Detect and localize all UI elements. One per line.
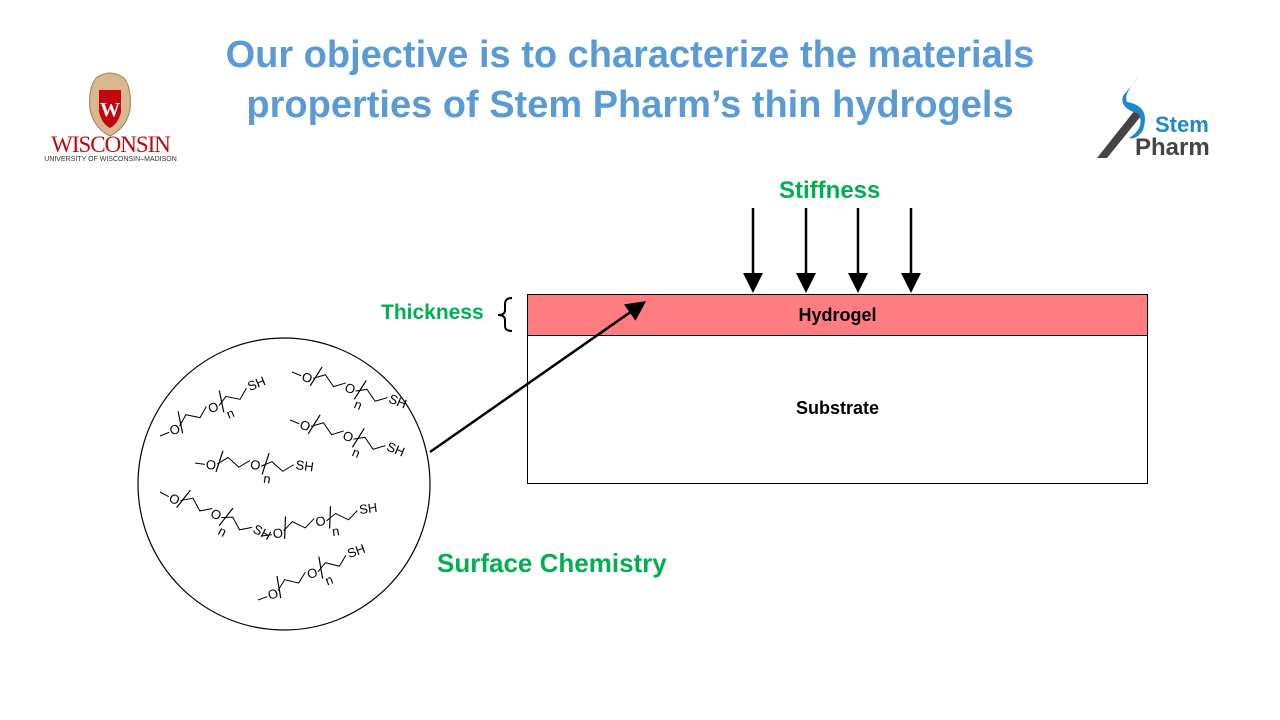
wisconsin-subtitle: UNIVERSITY OF WISCONSIN–MADISON <box>44 156 177 163</box>
atom-label: O <box>300 369 315 387</box>
stem-pharm-logo: Stem Pharm <box>1095 72 1235 164</box>
pharm-text: Pharm <box>1135 134 1210 161</box>
title-line-1: Our objective is to characterize the mat… <box>225 34 1035 76</box>
atom-label: SH <box>251 521 274 543</box>
atom-label: O <box>206 399 221 417</box>
atom-label: n <box>350 444 362 461</box>
stem-text: Stem <box>1155 112 1209 137</box>
peg-thiol-molecule: O On SH <box>159 489 274 543</box>
stiffness-label: Stiffness <box>779 177 881 204</box>
chemistry-circle <box>137 337 431 631</box>
svg-text:W: W <box>100 99 120 121</box>
atom-label: SH <box>385 439 407 460</box>
uw-crest-icon: W <box>89 72 131 137</box>
atom-label: O <box>272 525 284 541</box>
atom-label: O <box>208 505 224 523</box>
thickness-label: Thickness <box>381 301 484 324</box>
wisconsin-wordmark: WISCONSIN <box>51 132 171 157</box>
peg-thiol-molecule: O On SH <box>194 450 315 487</box>
stem-pharm-mark-icon <box>1097 76 1145 158</box>
thickness-brace-icon <box>497 297 513 332</box>
atom-label: O <box>305 565 320 583</box>
atom-label: O <box>315 513 327 529</box>
pointer-arrow-icon <box>429 301 647 454</box>
atom-label: n <box>224 405 236 422</box>
atom-label: SH <box>387 391 409 412</box>
substrate-layer: Substrate <box>527 335 1148 484</box>
atom-label: O <box>266 585 281 603</box>
atom-label: n <box>331 523 340 539</box>
title-line-2: properties of Stem Pharm’s thin hydrogel… <box>246 84 1014 126</box>
peg-thiol-molecule: O On SH <box>261 500 378 541</box>
peg-thiol-molecule: O On SH <box>289 414 407 461</box>
atom-label: O <box>166 490 182 508</box>
atom-label: n <box>263 471 272 487</box>
slide-title: Our objective is to characterize the mat… <box>150 30 1110 130</box>
atom-label: SH <box>245 373 267 394</box>
atom-label: O <box>343 380 358 398</box>
hydrogel-label: Hydrogel <box>798 304 877 325</box>
atom-label: n <box>352 396 364 413</box>
atom-label: O <box>298 417 313 435</box>
wisconsin-logo: W WISCONSIN UNIVERSITY OF WISCONSIN–MADI… <box>38 70 183 165</box>
substrate-label: Substrate <box>795 397 880 418</box>
atom-label: O <box>167 421 182 439</box>
atom-label: SH <box>358 500 378 517</box>
atom-label: SH <box>295 457 315 474</box>
atom-label: O <box>249 457 261 473</box>
atom-label: SH <box>345 541 367 561</box>
atom-label: n <box>216 523 229 540</box>
atom-label: n <box>323 572 335 589</box>
atom-label: O <box>341 428 356 446</box>
atom-label: O <box>205 457 217 473</box>
surface-chemistry-label: Surface Chemistry <box>437 548 667 578</box>
